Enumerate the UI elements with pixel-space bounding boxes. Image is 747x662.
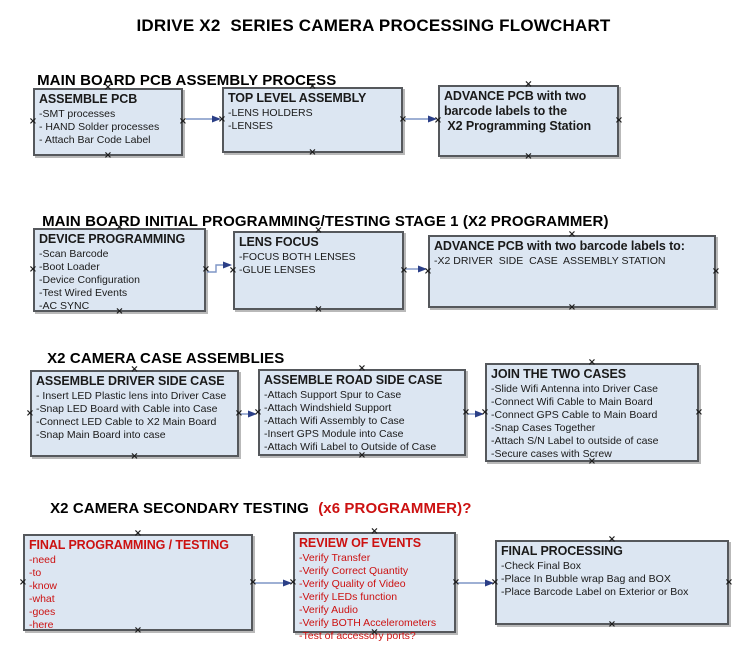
box-line: -Attach S/N Label to outside of case [491, 435, 659, 447]
box-advance-pcb-driver-side-station: ADVANCE PCB with two barcode labels to: … [428, 235, 716, 308]
box-review-of-events: REVIEW OF EVENTS -Verify Transfer-Verify… [293, 532, 456, 642]
box-line: -here [29, 619, 54, 631]
section-heading-pcb-assembly: MAIN BOARD PCB ASSEMBLY PROCESS [20, 55, 341, 106]
box-title: ASSEMBLE DRIVER SIDE CASE [36, 374, 225, 388]
box-title: ADVANCE PCB with two barcode labels to: [434, 239, 685, 253]
box-line: -Scan Barcode [39, 248, 109, 260]
box-line: -SMT processes [39, 108, 116, 120]
box-line: -Device Configuration [39, 274, 140, 286]
box-title: ADVANCE PCB with two barcode labels to t… [444, 89, 592, 133]
heading-red-text [609, 213, 614, 230]
box-line: -Verify Quality of Video [299, 578, 406, 590]
box-line: -Attach Windshield Support [264, 402, 392, 414]
box-assemble-road-side-case: ASSEMBLE ROAD SIDE CASE -Attach Support … [258, 369, 466, 456]
box-lines: -Check Final Box-Place In Bubble wrap Ba… [501, 560, 723, 599]
box-device-programming: DEVICE PROGRAMMING -Scan Barcode-Boot Lo… [33, 228, 206, 312]
box-advance-pcb-programming-station: ADVANCE PCB with two barcode labels to t… [438, 85, 619, 157]
box-line: -Attach Wifi Assembly to Case [264, 415, 405, 427]
box-line: -LENSES [228, 120, 273, 132]
box-line: -LENS HOLDERS [228, 107, 313, 119]
box-title: FINAL PROCESSING [501, 544, 623, 558]
box-lines: -Slide Wifi Antenna into Driver Case-Con… [491, 383, 693, 461]
box-line: -know [29, 580, 58, 592]
box-final-processing: FINAL PROCESSING -Check Final Box-Place … [495, 540, 729, 625]
box-line: -Boot Loader [39, 261, 100, 273]
box-lines: -X2 DRIVER SIDE CASE ASSEMBLY STATION [434, 255, 710, 268]
box-line: -AC SYNC [39, 300, 90, 312]
box-line: -Place In Bubble wrap Bag and BOX [501, 573, 671, 585]
arrow-review-to-final-processing [457, 579, 494, 587]
box-line: -Verify Transfer [299, 552, 371, 564]
box-line: -Attach Support Spur to Case [264, 389, 402, 401]
box-title: FINAL PROGRAMMING / TESTING [29, 538, 229, 552]
box-lines: -need-to-know-what-goes-here [29, 554, 247, 632]
box-line: -Attach Wifi Label to Outside of Case [264, 441, 437, 453]
box-line: -FOCUS BOTH LENSES [239, 251, 356, 263]
box-assemble-driver-side-case: ASSEMBLE DRIVER SIDE CASE - Insert LED P… [30, 370, 239, 457]
box-lines: -FOCUS BOTH LENSES-GLUE LENSES [239, 251, 398, 277]
box-line: -Snap Main Board into case [36, 429, 166, 441]
arrow-device-programming-to-lens-focus [207, 261, 232, 273]
box-title: TOP LEVEL ASSEMBLY [228, 91, 367, 105]
box-lines: -Verify Transfer-Verify Correct Quantity… [299, 552, 450, 643]
box-line: -Verify Correct Quantity [299, 565, 409, 577]
heading-red-text: (x6 PROGRAMMER)? [313, 500, 472, 517]
box-lines: -SMT processes- HAND Solder processes- A… [39, 108, 177, 147]
box-final-programming-testing: FINAL PROGRAMMING / TESTING -need-to-kno… [23, 534, 253, 631]
box-line: -Secure cases with Screw [491, 448, 612, 460]
box-line: - HAND Solder processes [39, 121, 160, 133]
box-line: -goes [29, 606, 56, 618]
heading-text: X2 CAMERA CASE ASSEMBLIES [47, 350, 285, 367]
box-line: -Test Wired Events [39, 287, 128, 299]
box-line: -Connect Wifi Cable to Main Board [491, 396, 653, 408]
arrow-final-programming-to-review [254, 579, 292, 587]
box-lines: - Insert LED Plastic lens into Driver Ca… [36, 390, 233, 442]
page-title: IDRIVE X2 SERIES CAMERA PROCESSING FLOWC… [136, 16, 611, 35]
box-lines: -Scan Barcode-Boot Loader-Device Configu… [39, 248, 200, 313]
box-line: -what [29, 593, 55, 605]
box-line: -to [29, 567, 42, 579]
box-lens-focus: LENS FOCUS -FOCUS BOTH LENSES-GLUE LENSE… [233, 231, 404, 310]
heading-text: X2 CAMERA SECONDARY TESTING [50, 500, 309, 517]
box-line: -Check Final Box [501, 560, 581, 572]
section-heading-initial-programming: MAIN BOARD INITIAL PROGRAMMING/TESTING S… [25, 196, 614, 247]
heading-text: MAIN BOARD INITIAL PROGRAMMING/TESTING S… [42, 213, 609, 230]
box-title: JOIN THE TWO CASES [491, 367, 627, 381]
arrow-top-level-to-advance [405, 115, 437, 123]
box-line: -need [29, 554, 56, 566]
box-title: LENS FOCUS [239, 235, 319, 249]
section-heading-case-assemblies: X2 CAMERA CASE ASSEMBLIES [30, 333, 289, 384]
box-line: - Attach Bar Code Label [39, 134, 151, 146]
arrow-driver-case-to-road-case [240, 410, 257, 418]
box-line: -Verify LEDs function [299, 591, 398, 603]
box-top-level-assembly: TOP LEVEL ASSEMBLY -LENS HOLDERS-LENSES [222, 87, 403, 153]
box-title: REVIEW OF EVENTS [299, 536, 422, 550]
heading-red-text [284, 350, 289, 367]
arrow-assemble-to-top-level [186, 115, 221, 123]
heading-text: MAIN BOARD PCB ASSEMBLY PROCESS [37, 72, 337, 89]
box-title: DEVICE PROGRAMMING [39, 232, 186, 246]
box-title: ASSEMBLE PCB [39, 92, 138, 106]
box-line: -Slide Wifi Antenna into Driver Case [491, 383, 658, 395]
box-line: -Insert GPS Module into Case [264, 428, 404, 440]
arrow-road-case-to-join-cases [467, 410, 484, 418]
box-line: -X2 DRIVER SIDE CASE ASSEMBLY STATION [434, 255, 666, 267]
section-heading-secondary-testing: X2 CAMERA SECONDARY TESTING (x6 PROGRAMM… [33, 483, 471, 534]
box-title: ASSEMBLE ROAD SIDE CASE [264, 373, 443, 387]
box-line: -Test of accessory ports? [299, 630, 416, 642]
box-line: -Verify BOTH Accelerometers [299, 617, 437, 629]
box-line: -GLUE LENSES [239, 264, 316, 276]
box-lines: -Attach Support Spur to Case-Attach Wind… [264, 389, 460, 454]
box-line: -Snap Cases Together [491, 422, 596, 434]
box-line: -Snap LED Board with Cable into Case [36, 403, 218, 415]
box-line: -Place Barcode Label on Exterior or Box [501, 586, 689, 598]
box-line: -Connect GPS Cable to Main Board [491, 409, 658, 421]
box-lines: -LENS HOLDERS-LENSES [228, 107, 397, 133]
box-line: -Connect LED Cable to X2 Main Board [36, 416, 217, 428]
box-assemble-pcb: ASSEMBLE PCB -SMT processes- HAND Solder… [33, 88, 183, 156]
arrow-lens-focus-to-advance [405, 265, 427, 273]
box-join-the-two-cases: JOIN THE TWO CASES -Slide Wifi Antenna i… [485, 363, 699, 462]
box-line: - Insert LED Plastic lens into Driver Ca… [36, 390, 227, 402]
box-line: -Verify Audio [299, 604, 358, 616]
